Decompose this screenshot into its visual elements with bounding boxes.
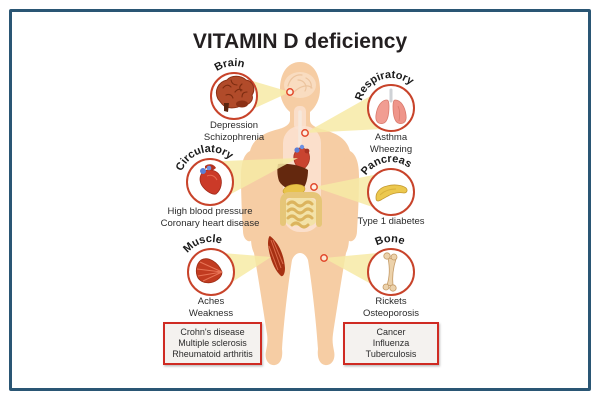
brain-diseases: Depression Schizophrenia bbox=[174, 120, 294, 143]
disease-item: Rickets bbox=[375, 296, 407, 307]
autoimmune-diseases-box: Crohn's disease Multiple sclerosis Rheum… bbox=[163, 322, 262, 365]
head-marker bbox=[286, 88, 294, 96]
svg-text:Bone: Bone bbox=[373, 232, 406, 248]
bone-icon bbox=[382, 252, 398, 292]
liver-shape bbox=[277, 163, 308, 191]
bone-diseases: Rickets Osteoporosis bbox=[331, 296, 451, 319]
chest-marker bbox=[301, 129, 309, 137]
brain-label: Brain bbox=[212, 55, 247, 75]
intestines-shape bbox=[280, 192, 322, 229]
pancreas-callout: Pancreas bbox=[357, 149, 415, 216]
disease-item: Schizophrenia bbox=[203, 131, 265, 143]
knee-marker bbox=[320, 254, 328, 262]
heart-shape bbox=[293, 144, 310, 171]
disease-item: High blood pressure bbox=[167, 206, 253, 217]
box-line: Crohn's disease bbox=[180, 327, 245, 337]
page-title: VITAMIN D deficiency bbox=[192, 30, 408, 53]
box-line: Multiple sclerosis bbox=[178, 338, 247, 348]
pancreas-diseases: Type 1 diabetes bbox=[331, 216, 451, 228]
disease-item: Asthma bbox=[374, 132, 408, 143]
heart-icon bbox=[199, 164, 222, 195]
disease-item: Osteoporosis bbox=[363, 307, 419, 319]
circulatory-diseases: High blood pressure Coronary heart disea… bbox=[140, 206, 280, 229]
abdomen-marker bbox=[310, 183, 318, 191]
box-line: Cancer bbox=[376, 327, 406, 337]
pancreas-icon bbox=[375, 184, 408, 202]
box-line: Tuberculosis bbox=[365, 349, 417, 359]
muscle-diseases: Aches Weakness bbox=[151, 296, 271, 319]
bone-label: Bone bbox=[373, 232, 406, 248]
brain-icon bbox=[215, 75, 255, 112]
disease-item: Coronary heart disease bbox=[160, 217, 260, 229]
box-line: Rheumatoid arthritis bbox=[172, 349, 253, 359]
cancer-infections-box: Cancer Influenza Tuberculosis bbox=[343, 322, 439, 365]
muscle-icon bbox=[195, 258, 223, 284]
disease-item: Depression bbox=[209, 120, 259, 131]
box-line: Influenza bbox=[372, 338, 410, 348]
svg-text:Brain: Brain bbox=[212, 55, 247, 75]
disease-item: Aches bbox=[197, 296, 225, 307]
respiratory-diseases: Asthma Wheezing bbox=[331, 132, 451, 155]
body-point-markers bbox=[286, 88, 328, 262]
disease-item: Type 1 diabetes bbox=[357, 216, 425, 227]
brain-callout: Brain bbox=[210, 55, 258, 120]
muscle-callout: Muscle bbox=[179, 228, 235, 296]
respiratory-callout: Respiratory bbox=[348, 61, 419, 132]
lungs-icon bbox=[375, 88, 407, 124]
bone-callout: Bone bbox=[367, 232, 415, 296]
disease-item: Wheezing bbox=[369, 143, 413, 155]
thigh-muscle-shape bbox=[268, 236, 285, 277]
circulatory-callout: Circulatory bbox=[170, 136, 238, 206]
disease-item: Weakness bbox=[188, 307, 234, 319]
